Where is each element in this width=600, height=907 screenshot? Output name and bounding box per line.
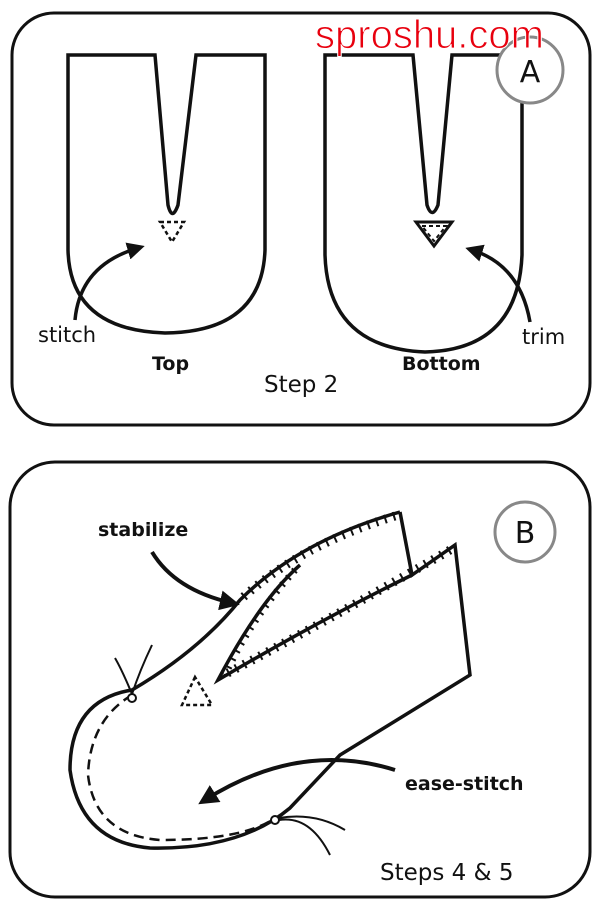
badge-b-circle — [493, 500, 557, 564]
badge-b: B — [515, 516, 536, 551]
label-top: Top — [152, 353, 189, 375]
thread-knot-left — [127, 693, 137, 703]
panel-a-frame — [10, 11, 592, 427]
label-trim: trim — [522, 325, 565, 349]
label-bottom: Bottom — [402, 353, 481, 375]
bottom-dart-trim — [413, 220, 455, 249]
trim-arrow — [465, 244, 532, 323]
dart-stitch — [180, 674, 215, 707]
label-stabilize: stabilize — [98, 519, 188, 541]
top-dart-stitch — [157, 220, 187, 245]
top-piece-outline — [66, 53, 267, 335]
caption-steps-4-5: Steps 4 & 5 — [380, 860, 514, 886]
bottom-piece-outline — [323, 53, 524, 354]
stabilize-stitch-upper — [236, 511, 397, 604]
panel-b-frame — [8, 460, 592, 899]
label-ease-stitch: ease-stitch — [405, 773, 524, 795]
watermark: sproshu.com — [315, 13, 544, 57]
badge-a-circle — [495, 35, 565, 105]
bottom-dart-inner — [419, 225, 449, 243]
label-stitch: stitch — [38, 323, 96, 347]
thread-tails-right — [278, 815, 346, 856]
stabilize-stitch-lower — [219, 546, 453, 680]
ease-stitch-arrow — [198, 758, 396, 805]
stitch-arrow — [73, 242, 145, 321]
thread-knot-right — [270, 815, 280, 825]
panel-b: B stabilize ease-stitch Steps 4 & 5 — [8, 460, 592, 899]
inner-flap-edge — [213, 563, 413, 685]
badge-a: A — [520, 55, 541, 90]
thread-tails-left — [114, 644, 153, 695]
ease-stitch-line — [86, 693, 273, 842]
shoe-outline — [68, 510, 472, 850]
panel-a: A stitch Top Bottom trim Step 2 — [10, 11, 592, 427]
stabilize-arrow — [150, 550, 240, 611]
caption-step-2: Step 2 — [264, 372, 338, 398]
